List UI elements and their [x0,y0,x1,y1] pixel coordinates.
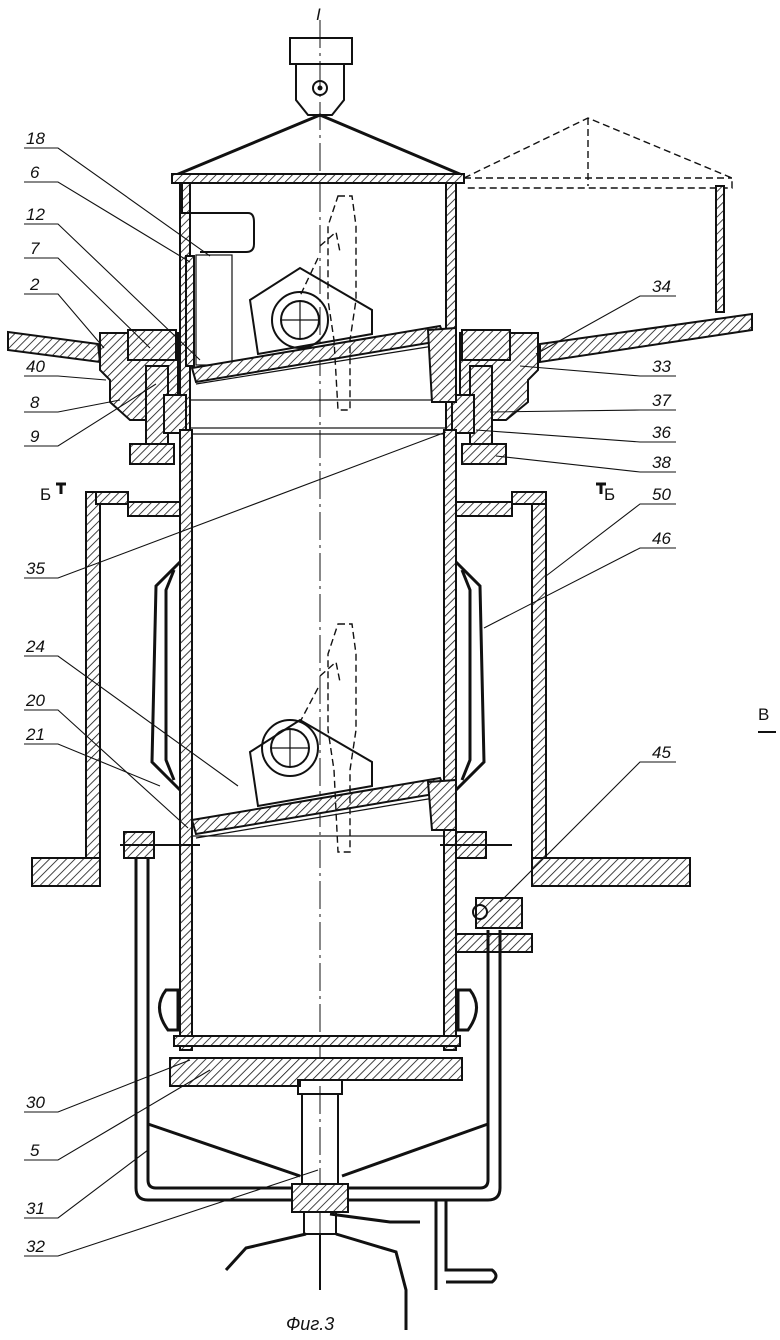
upper-plate [189,266,457,429]
upper-paddle-dashed [299,195,357,411]
callout-46: 46 [652,529,671,548]
callout-40: 40 [26,357,45,376]
callout-5: 5 [30,1141,40,1160]
leader-lines [24,147,676,1257]
callout-34: 34 [652,277,671,296]
callout-45: 45 [652,743,671,762]
bulge-right [454,560,486,792]
lower-bolts [120,831,533,953]
mid-body [179,429,457,1051]
lower-plate [190,718,457,839]
top-label: I [316,5,321,24]
view-label: В [758,705,769,724]
section-marks [56,482,776,733]
section-label-left: Б [40,485,51,504]
outer-casing [31,491,691,887]
callout-8: 8 [30,393,40,412]
bulge-inner-left [164,569,176,781]
callout-6: 6 [30,163,40,182]
callout-38: 38 [652,453,671,472]
callout-24: 24 [25,637,45,656]
callout-7: 7 [30,239,40,258]
lower-chamber [158,835,478,1095]
callout-21: 21 [25,725,45,744]
flange-right [451,329,539,465]
callout-30: 30 [26,1093,45,1112]
lid-alternate-position [463,117,733,313]
callout-32: 32 [26,1237,45,1256]
callout-37: 37 [652,391,671,410]
section-label-right: Б [604,485,615,504]
lower-paddle-dashed [299,623,357,853]
ledge-left [7,330,102,364]
callout-50: 50 [652,485,671,504]
shaft-stirrer [224,1093,420,1330]
ledge-right [539,312,753,364]
callout-9: 9 [30,427,40,446]
callout-33: 33 [652,357,671,376]
callout-12: 12 [26,205,45,224]
callout-35: 35 [26,559,45,578]
callout-36: 36 [652,423,671,442]
callout-20: 20 [25,691,45,710]
callout-labels: 18 6 12 7 2 40 8 9 35 24 20 21 30 5 31 3… [25,129,671,1256]
figure-caption: Фиг.3 [286,1314,334,1334]
bulge-inner-right [460,569,472,781]
hopper-lid [171,37,465,184]
callout-2: 2 [29,275,40,294]
flange-left [99,329,187,465]
bulge-left [150,560,182,792]
callout-18: 18 [26,129,45,148]
callout-31: 31 [26,1199,45,1218]
